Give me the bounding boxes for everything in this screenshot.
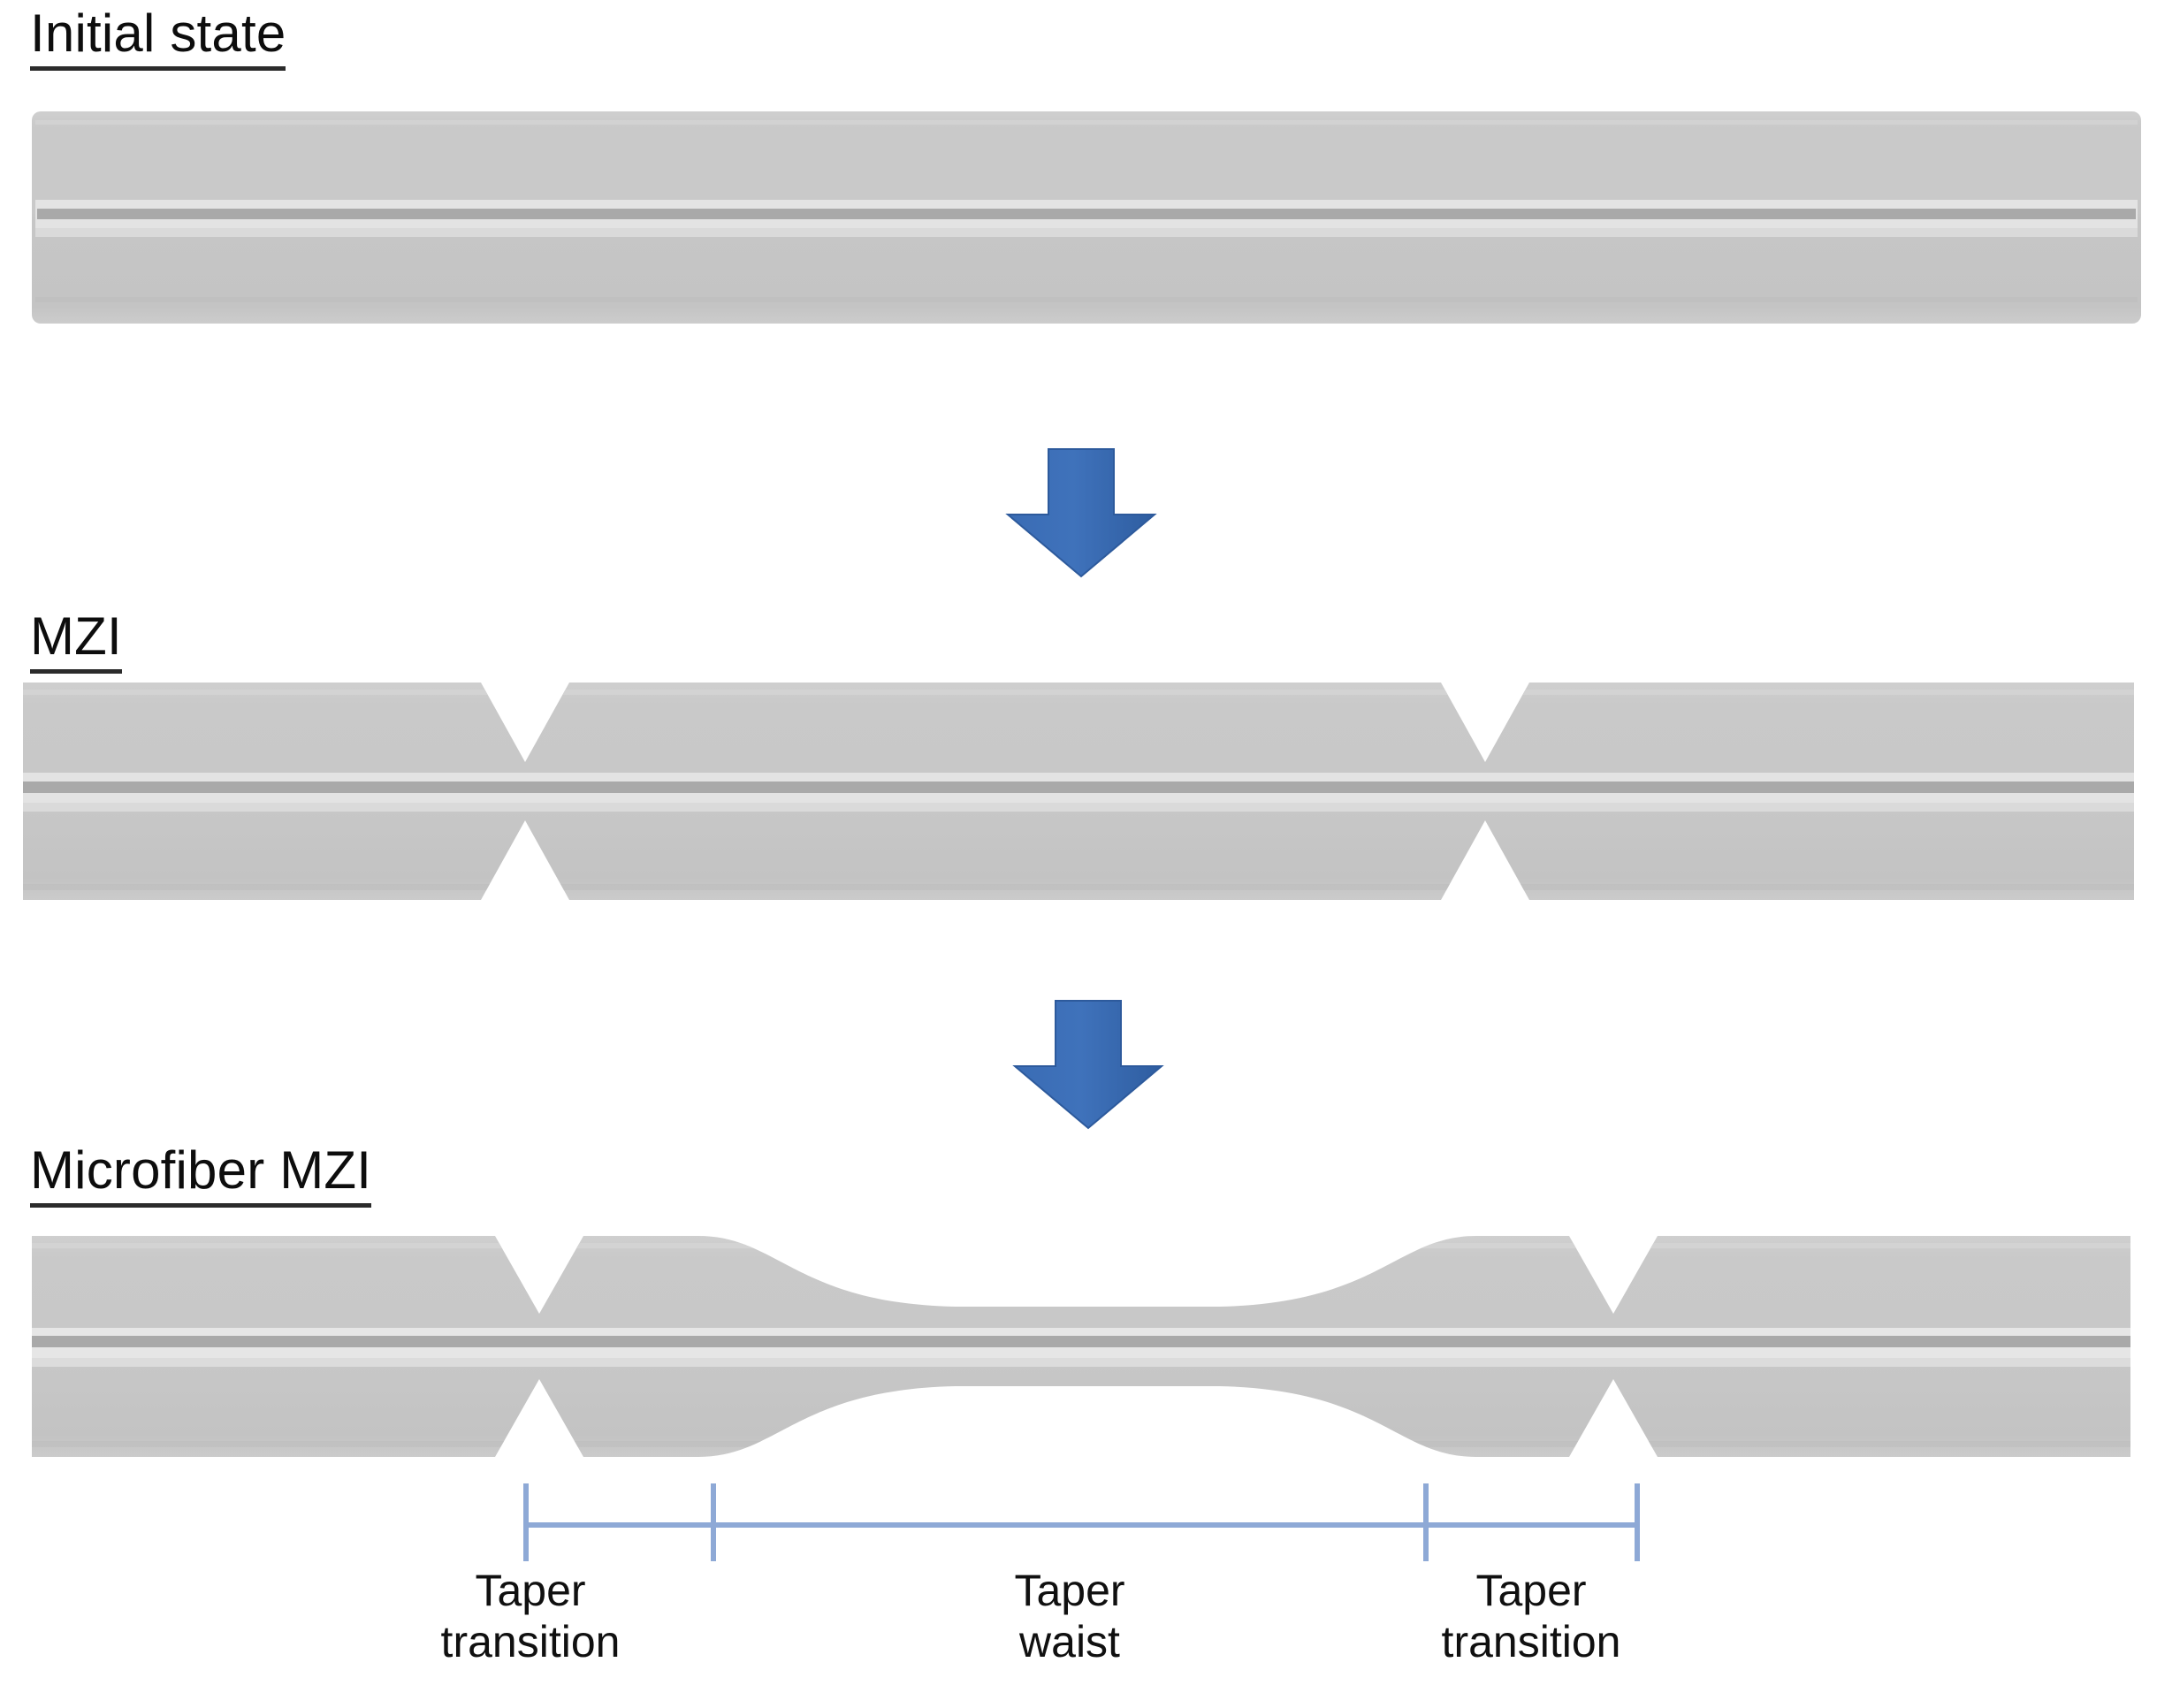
fiber-microfiber-mzi <box>32 1236 2130 1457</box>
label-taper-transition-left: Taper transition <box>440 1566 621 1666</box>
fiber-core-halo <box>23 803 2134 812</box>
fiber-highlight-top <box>32 1243 2130 1248</box>
section-title-initial-state: Initial state <box>30 5 286 71</box>
fiber-highlight-top <box>35 120 2138 125</box>
section-title-microfiber-mzi: Microfiber MZI <box>30 1142 372 1208</box>
fiber-core-line <box>37 209 2136 219</box>
fiber-shade-bottom <box>23 884 2134 890</box>
section-title-mzi: MZI <box>30 608 122 674</box>
fiber-initial-state <box>32 111 2141 324</box>
fiber-core-line <box>23 782 2134 793</box>
down-arrow-icon <box>1005 448 1157 578</box>
fiber-shade-bottom <box>35 297 2138 302</box>
down-arrow-icon <box>1012 1000 1164 1130</box>
dimension-bracket <box>523 1483 1640 1561</box>
label-taper-transition-right: Taper transition <box>1441 1566 1621 1666</box>
fiber-core-halo <box>32 1358 2130 1367</box>
fiber-shade-bottom <box>32 1441 2130 1447</box>
fiber-highlight-top <box>23 690 2134 695</box>
fiber-core-line <box>32 1336 2130 1347</box>
fiber-mzi <box>23 682 2134 900</box>
label-taper-waist: Taper waist <box>1014 1566 1125 1666</box>
fiber-core-halo <box>35 228 2138 237</box>
